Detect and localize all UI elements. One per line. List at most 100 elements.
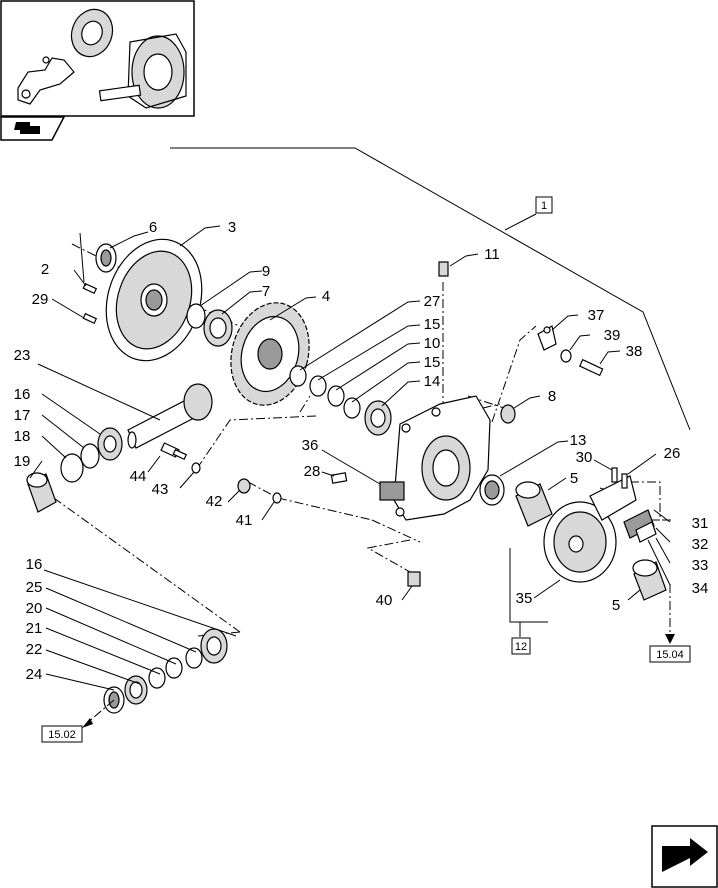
part-21-ring (148, 667, 166, 689)
part-30-bolt (611, 467, 618, 483)
part-36-housing (379, 395, 491, 521)
callout-43: 43 (152, 481, 169, 498)
callout-30: 30 (576, 449, 593, 466)
part-27-ring (289, 365, 307, 387)
part-6-seal (95, 243, 117, 273)
part-44-bolt (160, 442, 188, 461)
next-page-icon[interactable] (651, 825, 718, 888)
assembly-thumbnail-icon[interactable] (0, 0, 195, 117)
reference-box-15-02[interactable]: 15.02 (41, 725, 83, 743)
part-5-bushing-b (632, 559, 667, 601)
part-16-bearing (97, 427, 123, 461)
callout-15-a: 15 (424, 316, 441, 333)
callout-6: 6 (149, 219, 157, 236)
part-13-seal (479, 474, 505, 506)
part-2-bolt (82, 282, 98, 295)
callout-26: 26 (664, 445, 681, 462)
callout-4: 4 (322, 288, 330, 305)
part-38-bolt (578, 358, 604, 377)
svg-text:15.02: 15.02 (48, 729, 76, 741)
part-17-ring (80, 443, 100, 469)
callout-29: 29 (32, 291, 49, 308)
reference-box-1[interactable]: 1 (535, 196, 553, 214)
callout-33: 33 (692, 557, 709, 574)
part-25-ring (185, 647, 203, 669)
svg-text:12: 12 (515, 641, 527, 653)
callout-14: 14 (424, 373, 441, 390)
part-42-plug (237, 478, 251, 494)
callout-41: 41 (236, 512, 253, 529)
svg-text:15.04: 15.04 (656, 649, 684, 661)
callout-27: 27 (424, 293, 441, 310)
part-8-plug (500, 404, 516, 424)
callout-5-a: 5 (570, 470, 578, 487)
part-4-bevel-gear (230, 302, 310, 406)
part-15-ring-a (309, 375, 327, 397)
callout-40: 40 (376, 592, 393, 609)
callout-38: 38 (626, 343, 643, 360)
part-20-ring (165, 657, 183, 679)
callout-37: 37 (588, 307, 605, 324)
callout-17: 17 (14, 407, 31, 424)
callout-11: 11 (484, 246, 500, 263)
part-11-breather (438, 261, 449, 277)
part-28-key (330, 472, 348, 484)
callout-18: 18 (14, 428, 31, 445)
callout-25: 25 (26, 579, 43, 596)
part-19-bushing (26, 472, 57, 513)
callout-5-b: 5 (612, 597, 620, 614)
callout-2: 2 (41, 261, 49, 278)
part-43-washer (191, 462, 201, 474)
part-29-bolt (82, 312, 98, 325)
callout-32: 32 (692, 536, 709, 553)
callout-42: 42 (206, 493, 223, 510)
part-15-ring-b (343, 397, 361, 419)
part-10-ring (327, 385, 345, 407)
reference-box-12[interactable]: 12 (511, 637, 531, 655)
callout-7: 7 (262, 283, 270, 300)
callout-36: 36 (302, 437, 319, 454)
part-3-cover (105, 238, 203, 362)
part-31-32-33-34-brackets (623, 509, 657, 543)
part-23-pinion-shaft (127, 383, 213, 449)
callout-39: 39 (604, 327, 621, 344)
part-26-bolt (621, 473, 628, 489)
part-41-washer (272, 492, 282, 504)
callout-21: 21 (26, 620, 43, 637)
svg-text:1: 1 (541, 200, 547, 212)
callout-10: 10 (424, 335, 441, 352)
callout-19: 19 (14, 453, 31, 470)
part-18-ring (60, 453, 84, 483)
part-40-bolt (407, 571, 421, 587)
callout-13: 13 (570, 432, 587, 449)
callout-34: 34 (692, 580, 709, 597)
part-35-cover (543, 475, 637, 583)
callout-24: 24 (26, 666, 43, 683)
previous-page-icon[interactable] (0, 116, 66, 141)
part-14-bearing (364, 400, 392, 436)
callout-16-a: 16 (14, 386, 31, 403)
callout-22: 22 (26, 641, 43, 658)
callout-labels: 6 3 2 29 9 7 4 27 15 10 15 14 11 8 13 37… (14, 219, 709, 683)
group-lines (170, 147, 691, 637)
part-22-bearing (124, 675, 148, 705)
callout-28: 28 (304, 463, 321, 480)
leader-lines (29, 225, 671, 691)
callout-23: 23 (14, 347, 31, 364)
part-5-bushing-a (515, 481, 553, 527)
callout-35: 35 (516, 590, 533, 607)
callout-9: 9 (262, 263, 270, 280)
reference-box-15-04[interactable]: 15.04 (649, 645, 691, 663)
part-37-plate (537, 325, 557, 351)
part-9-ring (186, 303, 206, 329)
callout-8: 8 (548, 388, 556, 405)
callout-16-b: 16 (26, 556, 43, 573)
reference-arrows (82, 584, 675, 728)
callout-44: 44 (130, 468, 147, 485)
callout-15-b: 15 (424, 354, 441, 371)
part-39-washer (560, 349, 572, 363)
callout-20: 20 (26, 600, 43, 617)
callout-31: 31 (692, 515, 709, 532)
part-7-bearing (203, 309, 233, 347)
